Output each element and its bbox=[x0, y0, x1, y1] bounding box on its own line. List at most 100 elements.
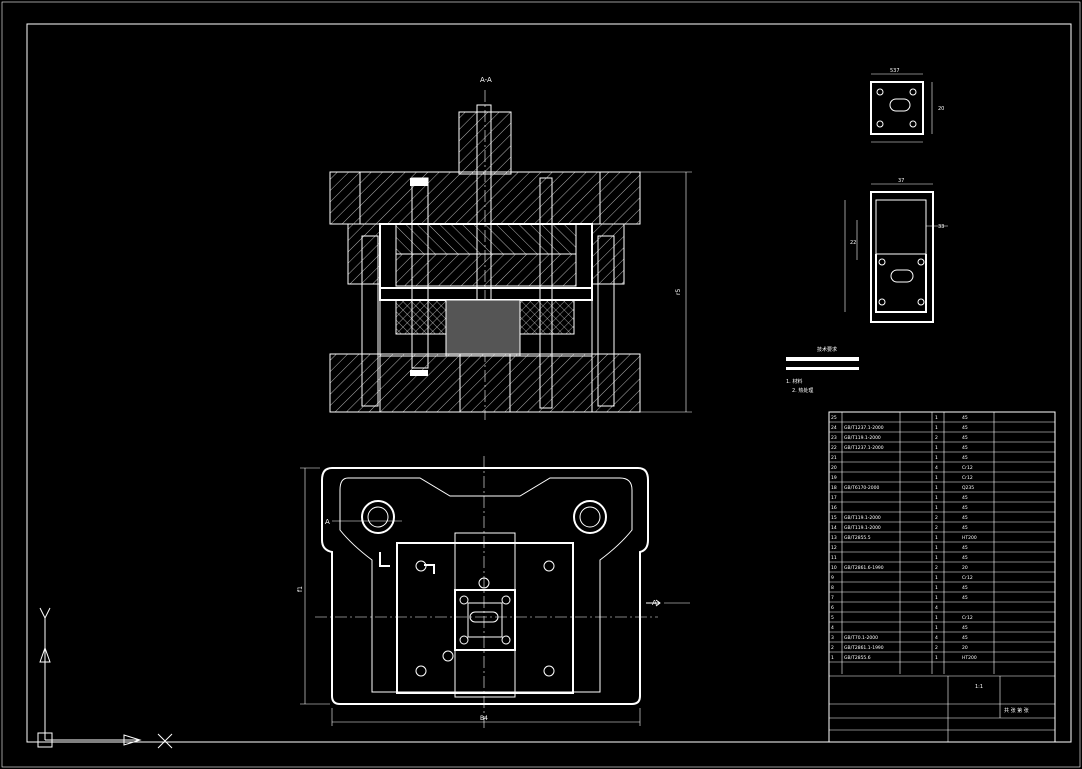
bom-cell: 1 bbox=[935, 555, 938, 561]
bom-cell: 6 bbox=[831, 605, 834, 611]
bom-cell: 1 bbox=[935, 505, 938, 511]
bom-cell: 1 bbox=[935, 595, 938, 601]
bom-cell: 1 bbox=[831, 655, 834, 661]
bom-cell: 1 bbox=[935, 495, 938, 501]
tech-notes: 技术要求 1. 材料 2. 热处理 bbox=[786, 346, 859, 394]
bom-cell: 20 bbox=[831, 465, 837, 471]
bom-cell: 45 bbox=[962, 625, 968, 631]
bom-cell: HT200 bbox=[962, 655, 977, 661]
bom-cell: 12 bbox=[831, 545, 837, 551]
bom-cell: GB/T6170-2000 bbox=[844, 485, 880, 491]
bom-cell: 45 bbox=[962, 635, 968, 641]
bom-cell: 1 bbox=[935, 625, 938, 631]
part-side-dim-right: 33 bbox=[938, 224, 944, 230]
bom-cell: GB/T119.1-2000 bbox=[844, 515, 881, 521]
bom-cell: Cr12 bbox=[962, 475, 973, 481]
bom-cell: 2 bbox=[935, 515, 938, 521]
bom-cell: GB/T2861.6-1990 bbox=[844, 565, 884, 571]
section-label: A-A bbox=[480, 76, 492, 84]
bom-cell: 45 bbox=[962, 525, 968, 531]
bom-cell: 2 bbox=[935, 565, 938, 571]
part-top-dim-top: 537 bbox=[890, 68, 900, 74]
bom-cell: 45 bbox=[962, 445, 968, 451]
bom-cell: 1 bbox=[935, 585, 938, 591]
title-block-scale: 1:1 bbox=[975, 684, 983, 690]
bom-cell: Q235 bbox=[962, 485, 974, 491]
dim-side: r5 bbox=[675, 289, 682, 295]
bom-cell: 1 bbox=[935, 475, 938, 481]
bom-cell: 45 bbox=[962, 415, 968, 421]
bom-cell: 19 bbox=[831, 475, 837, 481]
bom-cell: Cr12 bbox=[962, 575, 973, 581]
bom-cell: 17 bbox=[831, 495, 837, 501]
bom-cell: 8 bbox=[831, 585, 834, 591]
bom-cell: 1 bbox=[935, 535, 938, 541]
bom-cell: 1 bbox=[935, 485, 938, 491]
bom-cell: 18 bbox=[831, 485, 837, 491]
bom-cell: 22 bbox=[831, 445, 837, 451]
bom-cell: 45 bbox=[962, 515, 968, 521]
bom-cell: 45 bbox=[962, 425, 968, 431]
bom-cell: 20 bbox=[962, 645, 968, 651]
bom-cell: 2 bbox=[935, 525, 938, 531]
bom-cell: 15 bbox=[831, 515, 837, 521]
notes-title: 技术要求 bbox=[817, 346, 837, 353]
bom-cell: 5 bbox=[831, 615, 834, 621]
bom-cell: 7 bbox=[831, 595, 834, 601]
bom-cell: 4 bbox=[831, 625, 834, 631]
bom-cell: 4 bbox=[935, 465, 938, 471]
bom-cell: 25 bbox=[831, 415, 837, 421]
bom-cell: 45 bbox=[962, 545, 968, 551]
bom-cell: GB/T2855.5 bbox=[844, 535, 871, 541]
bom-cell: 1 bbox=[935, 545, 938, 551]
bom-cell: 1 bbox=[935, 655, 938, 661]
bom-cell: 16 bbox=[831, 505, 837, 511]
bom-cell: 1 bbox=[935, 455, 938, 461]
bom-cell: 45 bbox=[962, 555, 968, 561]
bom-cell: 45 bbox=[962, 585, 968, 591]
bom-cell: 1 bbox=[935, 425, 938, 431]
bom-cell: 10 bbox=[831, 565, 837, 571]
bom-cell: 1 bbox=[935, 445, 938, 451]
part-detail-top: 537 20 bbox=[870, 68, 944, 143]
bom-cell: GB/T1237.1-2000 bbox=[844, 445, 884, 451]
bom-cell: 2 bbox=[831, 645, 834, 651]
bom-cell: GB/T70.1-2000 bbox=[844, 635, 878, 641]
bom-cell: 45 bbox=[962, 435, 968, 441]
notes-line2: 2. 热处理 bbox=[792, 387, 813, 394]
dim-bottom: B4 bbox=[480, 715, 488, 722]
bom-cell: Cr12 bbox=[962, 615, 973, 621]
bom-cell: 45 bbox=[962, 455, 968, 461]
bom-cell: 45 bbox=[962, 595, 968, 601]
bom-cell: 45 bbox=[962, 505, 968, 511]
part-detail-side: 37 22 33 bbox=[844, 178, 948, 323]
bom-cell: GB/T2855.6 bbox=[844, 655, 871, 661]
section-view-aa: A-A r5 bbox=[329, 76, 692, 420]
part-top-dim-right: 20 bbox=[938, 106, 944, 112]
plan-view: A A f1 B4 bbox=[297, 456, 690, 728]
notes-line1: 1. 材料 bbox=[786, 378, 802, 385]
bom-cell: GB/T1237.1-2000 bbox=[844, 425, 884, 431]
bom-cell: 9 bbox=[831, 575, 834, 581]
bom-cell: 2 bbox=[935, 645, 938, 651]
bom-cell: 13 bbox=[831, 535, 837, 541]
bom-cell: 21 bbox=[831, 455, 837, 461]
ucs-axis-icon bbox=[37, 607, 173, 749]
bom-cell: 14 bbox=[831, 525, 837, 531]
bom-cell: HT200 bbox=[962, 535, 977, 541]
bom-cell: GB/T119.1-2000 bbox=[844, 435, 881, 441]
bom-cell: 24 bbox=[831, 425, 837, 431]
bom-cell: 11 bbox=[831, 555, 837, 561]
bom-cell: GB/T119.1-2000 bbox=[844, 525, 881, 531]
part-side-dim-top: 37 bbox=[898, 178, 904, 184]
title-block-sheet: 共 张 第 张 bbox=[1004, 707, 1029, 714]
bom-cell: GB/T2861.1-1990 bbox=[844, 645, 884, 651]
inner-frame bbox=[26, 23, 1072, 743]
bom-cell: 3 bbox=[831, 635, 834, 641]
bom-cell: 23 bbox=[831, 435, 837, 441]
bom-cell: 2 bbox=[935, 435, 938, 441]
bom-cell: Cr12 bbox=[962, 465, 973, 471]
